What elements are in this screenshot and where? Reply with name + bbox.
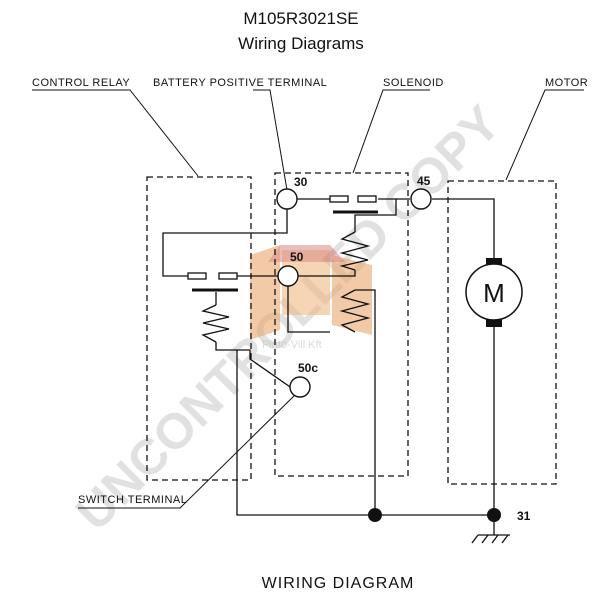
- logo-text: Pintó-Vill Kft: [262, 339, 322, 351]
- wire-coil2-top: [355, 289, 376, 515]
- wire-30-to-relay: [162, 209, 288, 277]
- wire-solenoid-loop: [354, 199, 397, 232]
- relay-contact-right: [218, 272, 238, 280]
- logo-shape-right: [332, 255, 372, 335]
- motor-symbol: M: [465, 258, 523, 327]
- logo-shape-top: [268, 245, 345, 262]
- relay-contact-left: [187, 272, 207, 280]
- motor-brush-bottom: [486, 319, 502, 327]
- terminal-50-circle: [277, 265, 299, 287]
- solenoid-contact-right: [357, 195, 377, 203]
- diagram-subtitle: Wiring Diagrams: [238, 34, 364, 53]
- leader-lines: [32, 89, 584, 509]
- relay-coil: [201, 304, 230, 343]
- ground-symbol: [471, 522, 510, 544]
- company-logo: Pintó-Vill Kft: [250, 245, 372, 351]
- motor-leader: [505, 89, 584, 181]
- solenoid-leader: [352, 89, 430, 174]
- wire-relay-to-ground: [236, 350, 494, 516]
- terminal-45-circle: [410, 188, 432, 210]
- solenoid-contact-left: [329, 195, 349, 203]
- motor-label: MOTOR: [545, 77, 588, 89]
- terminal-31-label: 31: [517, 509, 531, 523]
- motor-symbol-letter: M: [483, 278, 505, 308]
- junction-dot-left: [368, 508, 382, 522]
- control-relay-leader: [32, 89, 199, 177]
- motor-box: [447, 180, 557, 485]
- solenoid-coil-lower: [339, 289, 371, 333]
- motor-circle: [465, 263, 523, 321]
- switch-terminal-label: SWITCH TERMINAL: [78, 494, 187, 506]
- solenoid-box: [274, 172, 409, 477]
- junction-dot-right: [487, 508, 501, 522]
- terminal-30-label: 30: [294, 175, 308, 189]
- logo-shape-left: [250, 245, 280, 340]
- wires: [162, 198, 495, 516]
- terminal-50c-label: 50c: [298, 361, 318, 375]
- model-title: M105R3021SE: [243, 9, 358, 28]
- battery-positive-leader: [253, 89, 288, 191]
- terminals: 30 45 50 50c 31: [276, 174, 531, 523]
- control-relay-box: [146, 176, 252, 481]
- contacts: [187, 195, 378, 292]
- terminal-45-label: 45: [417, 174, 431, 188]
- wire-50-to-coil2: [287, 286, 330, 333]
- wire-coil1-to-50: [298, 270, 356, 277]
- coils: [201, 231, 371, 343]
- motor-brush-top: [486, 258, 502, 266]
- logo-shape-mid: [282, 250, 330, 315]
- wire-relay-coil-bottom: [215, 342, 294, 390]
- terminal-50c-circle: [289, 376, 311, 398]
- battery-positive-label: BATTERY POSITIVE TERMINAL: [153, 77, 327, 89]
- control-relay-label: CONTROL RELAY: [32, 77, 130, 89]
- terminal-50-label: 50: [290, 250, 304, 264]
- wire-45-to-motor: [432, 198, 495, 260]
- solenoid-coil-upper: [339, 231, 371, 271]
- solenoid-label: SOLENOID: [383, 77, 444, 89]
- switch-terminal-leader: [78, 391, 299, 509]
- footer-title: WIRING DIAGRAM: [262, 575, 415, 592]
- terminal-30-circle: [276, 188, 298, 210]
